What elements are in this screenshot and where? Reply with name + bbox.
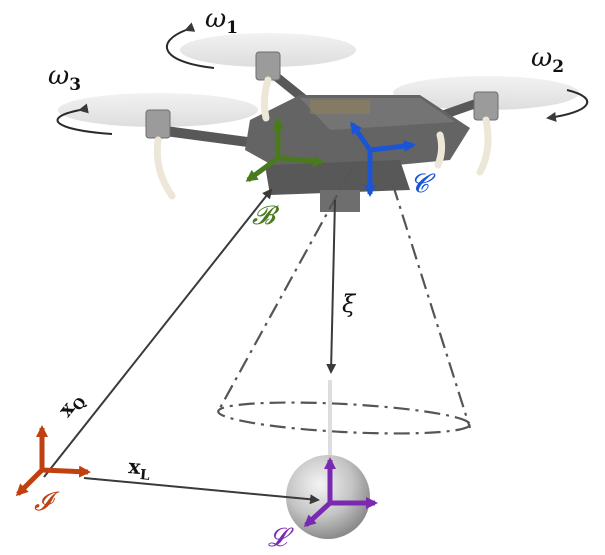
omega1-label: ω1 [205,4,238,38]
quadrotor [58,33,579,212]
xi-label: ξ [342,290,357,318]
landing-legs [153,76,492,200]
cone-base [217,401,471,435]
omega2-label: ω2 [531,43,564,77]
omega3-rotation-arrow [56,103,113,135]
xi-vector-line [326,199,337,374]
omega2-rotation-arrow [546,89,589,122]
omega3-label: ω3 [48,61,81,95]
rotation-arrows [56,22,589,135]
swing-cone [217,167,472,435]
xq-vector-line [43,188,273,478]
load-frame-axes [303,457,378,528]
rotor-disc-1 [180,33,356,67]
cone-left-edge [219,167,353,409]
drone-electronics [310,100,370,114]
drone-lower-deck [265,160,410,195]
body-frame-label: 𝓑 [252,201,280,231]
omega1-rotation-arrow [166,22,215,69]
inertial-frame-label: 𝓘 [34,487,60,517]
load-frame-label: 𝓛 [268,523,294,553]
xl-label: xL [127,454,151,484]
camera-frame-axes [349,121,416,197]
gimbal [320,190,360,212]
camera-frame-label: 𝓒 [410,169,436,199]
body-frame-axes [245,117,325,183]
xl-vector-line [83,477,320,505]
xq-label: xQ [53,387,90,423]
cone-right-edge [391,184,472,429]
motors [145,51,499,139]
inertial-frame-axes [15,425,91,497]
